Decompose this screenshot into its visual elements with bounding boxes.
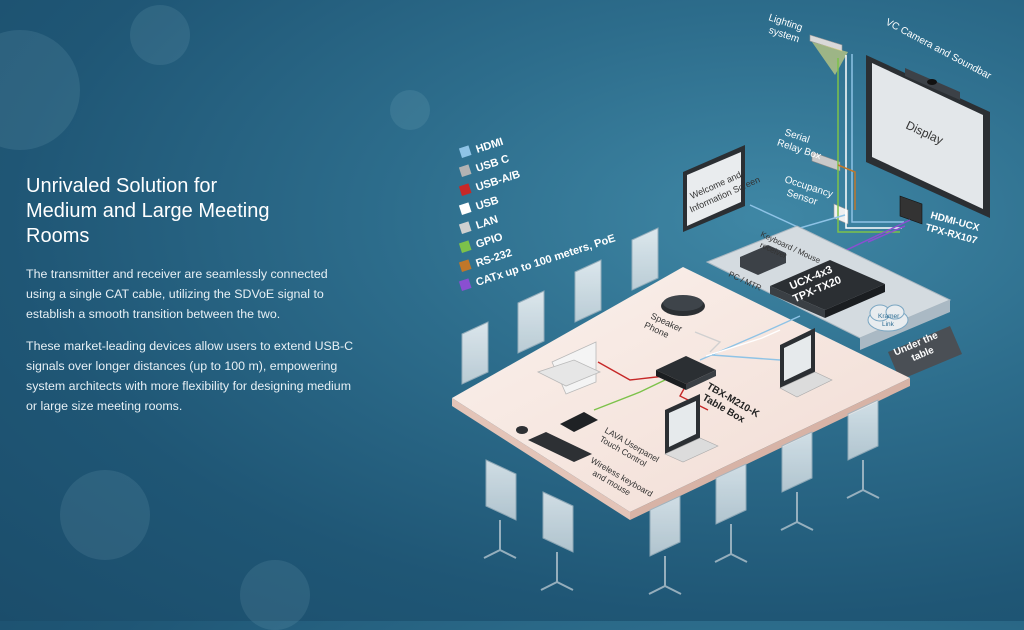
cable <box>867 225 906 243</box>
chair-icon <box>542 491 574 553</box>
background-bokeh <box>60 470 150 560</box>
chair-icon <box>781 431 813 493</box>
chair-icon <box>461 321 489 385</box>
welcome-screen: Welcome and Information Screen <box>683 145 762 232</box>
chairs-back <box>461 227 659 385</box>
mouse-icon <box>516 426 528 434</box>
relay-label: Serial Relay Box <box>776 126 826 162</box>
lighting-label: Lighting system <box>763 12 806 46</box>
chair-icon <box>715 463 747 525</box>
occupancy-label: Occupancy Sensor <box>779 174 836 212</box>
legend-swatch <box>458 221 472 234</box>
under-table-tag: Under the table <box>888 326 962 380</box>
chair-icon <box>631 227 659 291</box>
legend-label: GPIO <box>474 231 504 251</box>
headline-line: Unrivaled Solution for <box>26 175 218 197</box>
detail-paragraph: These market-leading devices allow users… <box>26 339 354 413</box>
relay-box-icon <box>811 151 841 172</box>
keyboard-icon <box>528 432 592 462</box>
intro-paragraph: The transmitter and receiver are seamles… <box>26 267 328 321</box>
lighting-fixture <box>809 34 848 75</box>
cloud-icon: Kramer Link <box>867 304 909 332</box>
headline-line: Rooms <box>26 225 90 247</box>
legend-swatch <box>458 240 472 253</box>
cloud-label: Kramer Link <box>878 313 901 328</box>
chairs-front <box>485 399 879 557</box>
receiver-device-icon <box>899 195 923 225</box>
cable <box>694 331 722 353</box>
background-bokeh <box>240 560 310 630</box>
headline: Unrivaled Solution for Medium and Large … <box>26 174 356 249</box>
chair-icon <box>847 399 879 461</box>
text-panel: Unrivaled Solution for Medium and Large … <box>26 174 356 428</box>
legend-label: USB <box>474 194 500 213</box>
legend-swatch <box>458 202 472 215</box>
headline-line: Medium and Large Meeting <box>26 200 270 222</box>
table-box-device <box>656 356 716 390</box>
speaker-phone-icon <box>661 295 705 316</box>
laptop-icon <box>664 394 719 463</box>
chair-icon <box>485 459 517 521</box>
legend-label: LAN <box>474 213 499 231</box>
receiver-label: HDMI-UCX TPX-RX107 <box>924 210 983 247</box>
cable <box>851 54 904 223</box>
legend-swatch <box>458 145 472 158</box>
laptop-icon <box>779 328 833 398</box>
pc-icon <box>740 245 786 275</box>
legend-swatch <box>458 259 472 272</box>
cable <box>749 204 846 229</box>
chair-icon <box>517 290 545 354</box>
legend-swatch <box>458 183 472 196</box>
transmitter-device: UCX-4x3 TPX-TX20 <box>770 260 885 318</box>
vc-camera <box>905 68 960 100</box>
cable <box>845 55 902 229</box>
legend-swatch <box>458 278 472 291</box>
cable <box>705 329 781 357</box>
legend-label: HDMI <box>474 136 504 156</box>
touch-panel-icon <box>560 412 598 432</box>
cable <box>837 58 900 233</box>
chair-bases <box>483 460 880 595</box>
display: Display <box>866 55 990 218</box>
chair-icon <box>574 259 602 323</box>
cable <box>837 164 856 210</box>
cable <box>597 361 666 381</box>
legend-swatch <box>458 164 472 177</box>
cable <box>593 379 666 411</box>
laptop-icon <box>536 341 601 395</box>
background-bokeh <box>130 5 190 65</box>
background-bokeh <box>390 90 430 130</box>
chair-icon <box>649 495 681 557</box>
